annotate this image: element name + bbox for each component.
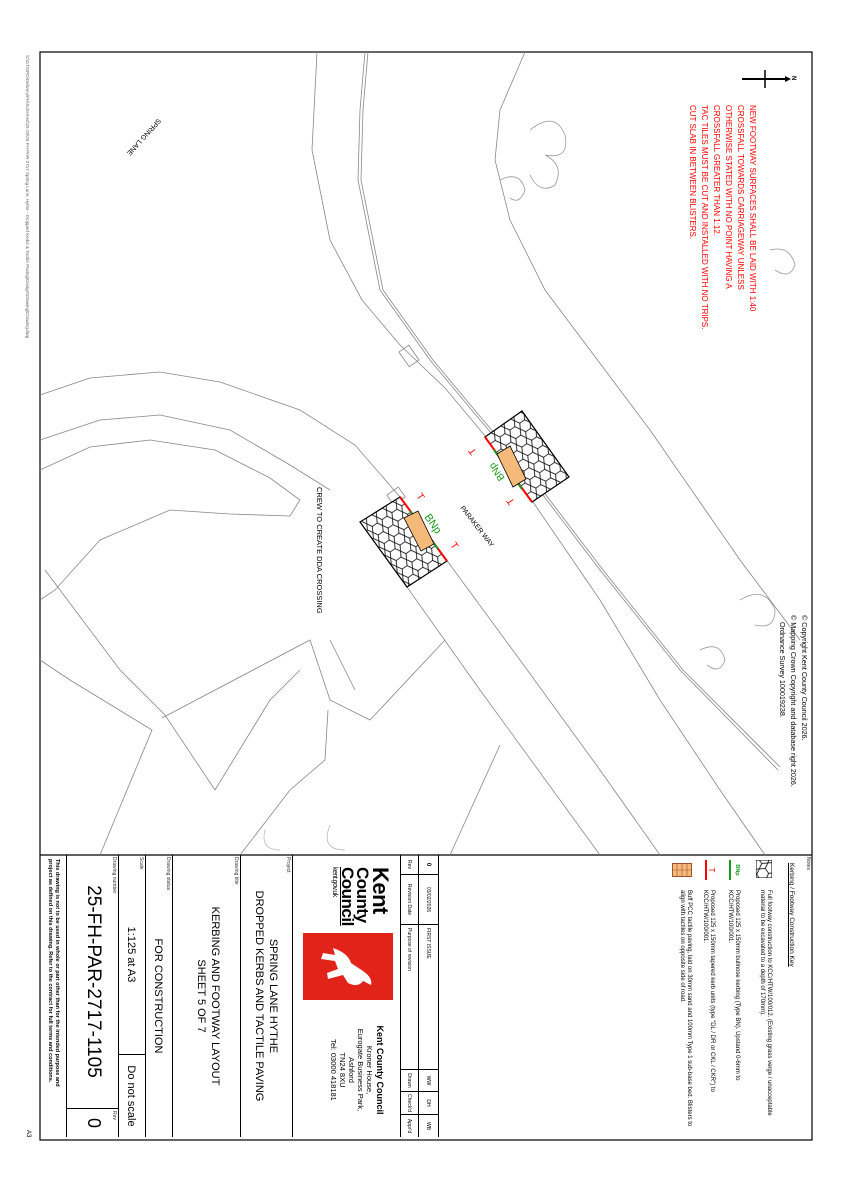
tactile-paving-icon [672,863,692,877]
notes-section: Notes Kerbing / Footway Construction Key… [438,855,812,1137]
building-outline-1 [44,569,301,791]
note-line: CROSSFALL GREATER THAN 1:12. [712,105,721,236]
key-title: Kerbing / Footway Construction Key [788,863,795,967]
kcc-wordmark: Kent County Council kent.gov.uk [331,867,393,926]
north-boundary [494,51,801,641]
sheet-size: A3 [25,1130,31,1138]
note-line: CROSSFALL TOWARDS CARRIAGEWAY UNLESS [736,105,745,290]
south-footway-back [39,414,331,491]
key-item-footway: Full footway construction to KCC/HTW/100… [748,860,772,1130]
green-kerb-line-icon: BNp [729,860,740,880]
key-item-tactile: Buff PCC tactile paving, laid on 30mm sa… [672,860,692,1130]
svg-text:© Copyright Kent County Counci: © Copyright Kent County Council 2026. [800,615,809,741]
notes-label: Notes [805,857,811,871]
north-label: N [790,76,796,80]
svg-text:Ordnance Survey 100019238.: Ordnance Survey 100019238. [778,622,787,718]
north-footway-back [357,51,779,771]
project-line: DROPPED KERBS AND TACTILE PAVING [253,890,265,1102]
building-outline-6 [239,709,329,856]
drawing-number-value: 25-FH-PAR-2717-1105 [83,885,104,1078]
note-line: NEW FOOTWAY SURFACES SHALL BE LAID WITH … [748,105,757,312]
tactile-paving-block [403,510,435,552]
drawing-number-section: Drawing number 25-FH-PAR-2717-1105 Rev 0 [66,855,118,1137]
parker-way-north-kerb [311,51,766,856]
scale-section: Scale 1:125 at A3 Do not scale [118,855,145,1137]
title-line: SHEET 5 OF 7 [195,959,207,1033]
building-outline-5 [449,744,501,856]
street-label-spring-lane: SPRING LANE [125,117,162,157]
title-line: KERBING AND FOOTWAY LAYOUT [209,906,221,1086]
project-section: Project SPRING LANE HYTHE DROPPED KERBS … [240,855,292,1137]
disclaimer: This drawing is not to be used in whole … [47,859,60,1087]
tee-symbol: T [448,540,461,551]
revision-header: Rev Revision Date Purpose of revision Dr… [400,855,418,1137]
os-symbol-glyph [499,176,526,201]
tee-symbol: T [467,445,480,456]
organisation-section: Kent County Council kent.gov.uk Kent Cou… [292,855,400,1137]
revision-row: 0 03/02/2026 FIRST ISSUE WW DH WB [418,855,438,1137]
os-symbol-glyph [263,824,346,851]
crew-note: CREW TO CREATE DDA CROSSING [315,487,324,614]
note-line: CUT SLAB IN BETWEEN BLISTERS. [688,105,697,239]
tactile-paving-block [496,445,527,488]
copyright-notice: © Copyright Kent County Council 2026. © … [778,615,809,787]
note-line: TAC TILES MUST BE CUT AND INSTALLED WITH… [700,105,709,329]
kcc-address: Kent County Council Kroner House, Euroga… [329,1025,385,1115]
drawing-rev-value: 0 [84,1117,104,1128]
parker-way-south-kerb [39,371,661,856]
os-symbol-glyph [699,646,726,670]
file-path: S:\GT\SPO\Delivery\FH\Schemes\25-26\25-F… [25,55,30,339]
hex-hatch-icon [756,860,772,878]
construction-notes: NEW FOOTWAY SURFACES SHALL BE LAID WITH … [688,105,757,329]
key-item-bullnose: BNp Proposed 125 x 150mm bullnose kerbin… [724,860,740,1130]
kcc-logo-red-square [303,933,393,1000]
key-item-tapered: T Proposed 125 x 150mm tapered kerb unit… [699,860,716,1130]
street-furniture-box [398,344,420,368]
scale-value: 1:125 at A3 [125,926,137,983]
os-symbol-glyph [529,120,567,189]
os-symbol-glyph [769,248,796,275]
map-linework [39,51,801,856]
title-block: Notes Kerbing / Footway Construction Key… [40,855,812,1137]
building-outline-3 [161,639,446,721]
white-horse-icon [321,948,372,986]
drawing-status-section: Drawing status FOR CONSTRUCTION [145,855,172,1137]
north-arrow: N [742,70,796,88]
do-not-scale: Do not scale [125,1065,137,1127]
drawing-frame [39,51,813,1141]
building-outline-2 [39,659,153,856]
verge-outline [39,439,301,601]
building-outline-4 [329,639,356,691]
drawing-status-value: FOR CONSTRUCTION [152,938,164,1054]
tee-symbol: T [505,495,518,506]
red-tee-line-icon: T [705,860,716,880]
drawing-title-section: Drawing title KERBING AND FOOTWAY LAYOUT… [172,855,240,1137]
note-line: OTHERWISE STATED WITH NO POINT HAVING A [724,105,733,289]
svg-text:© Mapping Crown Copyright and: © Mapping Crown Copyright and database r… [789,615,798,787]
tee-symbol: T [414,491,427,502]
crossing-south: T T BNp [359,491,461,588]
street-label-parker-way: PARAKER WAY [458,505,495,549]
os-symbol-glyph [739,593,776,627]
project-line: SPRING LANE HYTHE [267,938,279,1054]
crossing-north: T T BNp [467,410,570,507]
north-footway-back-2 [360,51,781,768]
